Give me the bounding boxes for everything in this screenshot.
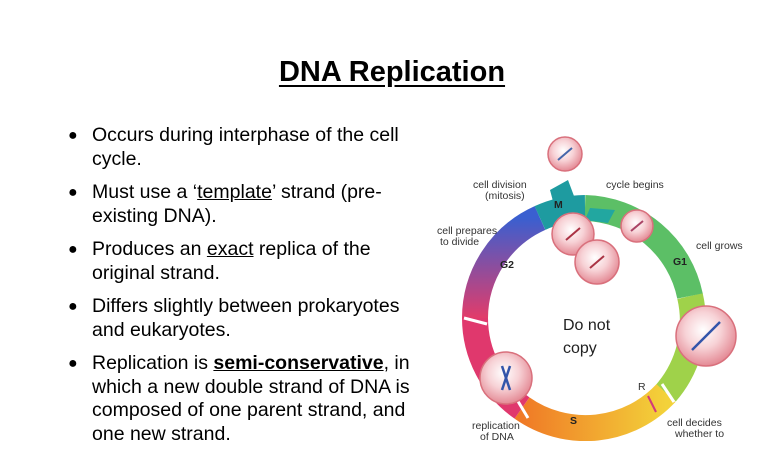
label-replication: replication: [472, 420, 520, 432]
cell-replication: [479, 351, 533, 405]
ring-g2-segment: [462, 206, 546, 319]
center-text-copy: copy: [563, 340, 597, 357]
bullet-list: ● Occurs during interphase of the cell cy…: [68, 124, 428, 456]
label-whether-to: whether to: [674, 428, 724, 440]
label-cell-decides: cell decides: [667, 417, 722, 429]
label-cell-division: cell division: [473, 179, 527, 191]
cell-grows: [675, 305, 737, 367]
cell-cycle-begins: [620, 209, 654, 243]
bullet-text: Occurs during interphase of the cell cyc…: [92, 124, 399, 170]
bullet-dot-icon: ●: [68, 241, 78, 258]
bullet-text: Produces an: [92, 238, 207, 260]
center-text-do-not: Do not: [563, 317, 611, 334]
cell-dividing: [551, 212, 620, 285]
label-to-divide: to divide: [440, 236, 479, 248]
ring-s-segment: [514, 383, 676, 441]
phase-s-label: S: [570, 415, 577, 427]
bullet-emphasis: exact: [206, 238, 254, 260]
phase-g2-label: G2: [500, 259, 514, 271]
phase-g1-label: G1: [673, 256, 687, 268]
bullet-dot-icon: ●: [68, 298, 78, 315]
cell-cycle-diagram: M G1 G2 S R cell division (mitosis) cycl…: [430, 128, 784, 441]
label-mitosis: (mitosis): [485, 190, 525, 202]
bullet-dot-icon: ●: [68, 127, 78, 144]
bullet-item: ● Differs slightly between prokaryotes an…: [68, 295, 428, 342]
label-cycle-begins: cycle begins: [606, 179, 664, 191]
phase-r-label: R: [638, 381, 646, 393]
cycle-begins-arrow: [585, 208, 615, 223]
bullet-dot-icon: ●: [68, 355, 78, 372]
bullet-item: ● Produces an exact replica of the origin…: [68, 238, 428, 285]
bullet-item: ● Occurs during interphase of the cell cy…: [68, 124, 428, 171]
bullet-item: ● Replication is semi-conservative, in wh…: [68, 352, 428, 446]
slide: DNA Replication ● Occurs during interphas…: [68, 56, 784, 445]
bullet-emphasis: template: [197, 181, 272, 203]
bullet-text: Must use a ‘: [92, 181, 198, 203]
cell-cycle-svg: M G1 G2 S R cell division (mitosis) cycl…: [437, 136, 743, 441]
bullet-text: Replication is: [92, 352, 214, 374]
restriction-point-mark: [647, 395, 657, 413]
bullet-text: , in which a new double strand of DNA is…: [92, 352, 410, 445]
label-cell-grows: cell grows: [696, 240, 743, 252]
mitosis-arm: [550, 180, 580, 220]
phase-m-label: M: [554, 199, 563, 211]
bullet-dot-icon: ●: [68, 184, 78, 201]
bullet-emphasis: semi-conservative: [213, 352, 384, 374]
cell-mitosis: [547, 136, 583, 172]
bullet-text: ’ strand (pre-existing DNA).: [92, 181, 382, 227]
bullet-text: replica of the original strand.: [92, 238, 371, 284]
slide-title: DNA Replication: [278, 56, 506, 88]
bullet-item: ● Must use a ‘template’ strand (pre-exist…: [68, 181, 428, 228]
label-of-dna: of DNA: [480, 431, 514, 441]
label-cell-prepares: cell prepares: [437, 225, 497, 237]
bullet-text: Differs slightly between prokaryotes and…: [92, 295, 400, 341]
